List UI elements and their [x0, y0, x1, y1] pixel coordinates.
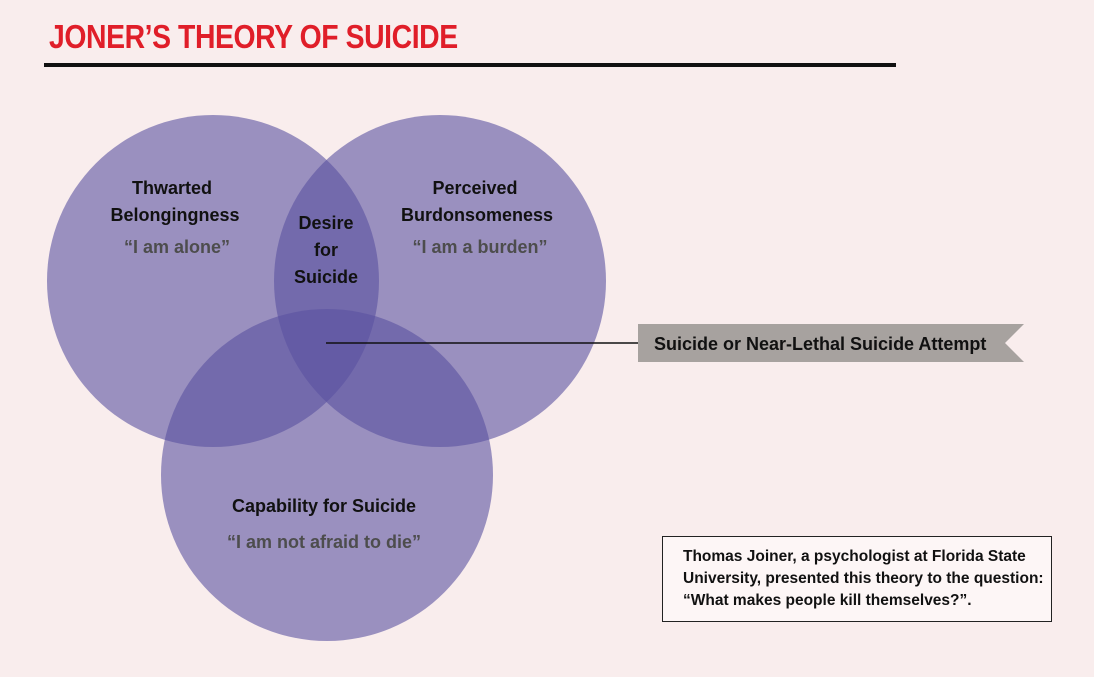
callout-label: Suicide or Near-Lethal Suicide Attempt — [654, 334, 986, 354]
callout-banner — [638, 324, 1024, 362]
desire-label-line1: Desire — [298, 213, 353, 233]
note-box: Thomas Joiner, a psychologist at Florida… — [662, 536, 1052, 622]
belongingness-label-line1: Thwarted — [132, 178, 212, 198]
burdensomeness-quote: “I am a burden” — [412, 237, 547, 257]
desire-label-line3: Suicide — [294, 267, 358, 287]
circle-capability-for-suicide — [161, 309, 493, 641]
burdensomeness-label-line1: Perceived — [432, 178, 517, 198]
belongingness-quote: “I am alone” — [124, 237, 230, 257]
belongingness-label-line2: Belongingness — [110, 205, 239, 225]
burdensomeness-label-line2: Burdonsomeness — [401, 205, 553, 225]
note-line1: Thomas Joiner, a psychologist at Florida… — [683, 548, 1026, 565]
desire-label-line2: for — [314, 240, 338, 260]
capability-quote: “I am not afraid to die” — [227, 532, 421, 552]
capability-label: Capability for Suicide — [232, 496, 416, 516]
title-underline — [44, 63, 896, 67]
note-line3: “What makes people kill themselves?”. — [683, 592, 972, 609]
note-line2: University, presented this theory to the… — [683, 570, 1044, 587]
page-title: JONER’S THEORY OF SUICIDE — [49, 18, 458, 55]
